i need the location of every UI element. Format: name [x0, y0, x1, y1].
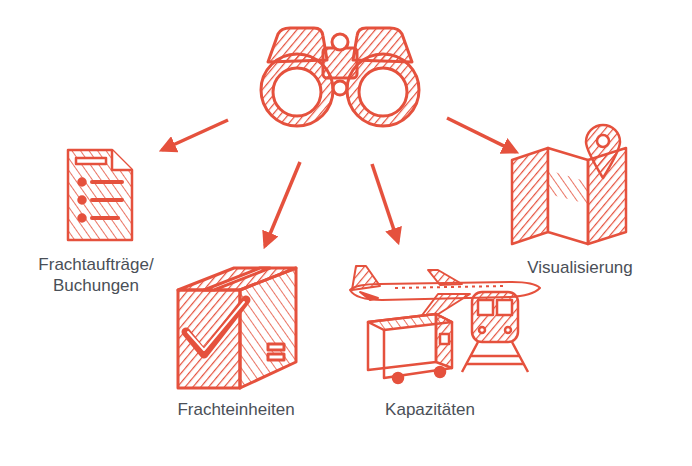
node-label: Kapazitäten: [383, 399, 477, 420]
map-icon: [512, 125, 626, 244]
binoculars-icon: [261, 28, 419, 126]
node-label: Frachteinheiten: [175, 399, 297, 420]
icon-label-node: Kapazitäten: [383, 399, 477, 420]
train-icon: [462, 292, 528, 372]
node-label: Frachtaufträge/ Buchungen: [32, 254, 160, 296]
arrow-lines: [162, 118, 516, 246]
truck-icon: [368, 314, 452, 383]
icon-label-node: Frachtaufträge/ Buchungen: [32, 254, 160, 296]
document-icon: [68, 150, 132, 240]
box-icon: [178, 268, 296, 388]
icon-label-node: Visualisierung: [525, 257, 635, 278]
node-label: Visualisierung: [525, 257, 635, 278]
icon-label-node: Frachteinheiten: [175, 399, 297, 420]
